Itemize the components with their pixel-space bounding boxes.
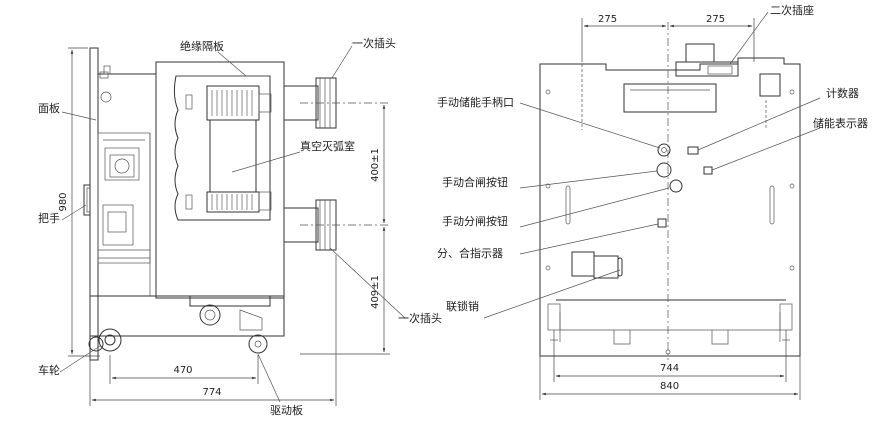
- dim-409-label: 409±1: [370, 275, 381, 309]
- handle: [83, 184, 90, 216]
- dim-400-label: 400±1: [370, 148, 381, 182]
- dim-980-label: 980: [58, 192, 69, 211]
- label-counter: 计数器: [826, 87, 859, 100]
- open-close-indicator-box: [657, 218, 667, 228]
- label-panel: 面板: [38, 101, 60, 115]
- manual-close-button-shape: [656, 162, 672, 178]
- label-manual-open-button: 手动分闸按钮: [442, 214, 508, 228]
- dim-470-label: 470: [173, 365, 192, 376]
- wheel: [88, 328, 122, 352]
- dim-840-label: 840: [660, 381, 679, 392]
- front-view: 275 275 744 840 二次插座 计数器 储能表示器 手动储能: [437, 3, 868, 400]
- label-manual-storage-port: 手动储能手柄口: [437, 95, 514, 109]
- manual-storage-port: [657, 143, 671, 157]
- dim-275-left-label: 275: [598, 14, 617, 25]
- dim-744-label: 744: [660, 363, 679, 374]
- drive-plate-wheel: [248, 334, 268, 354]
- label-secondary-socket: 二次插座: [770, 3, 814, 17]
- label-handle: 把手: [38, 211, 60, 225]
- dim-774-label: 774: [202, 387, 221, 398]
- dim-774: [89, 255, 337, 406]
- top-window: [623, 83, 717, 113]
- storage-indicator-box: [703, 166, 713, 175]
- dim-275-right-label: 275: [706, 14, 725, 25]
- dim-744: [553, 330, 787, 382]
- label-manual-close-button: 手动合闸按钮: [442, 175, 508, 189]
- front-panel-outline: [539, 57, 801, 357]
- breaker-body: [155, 61, 285, 299]
- label-storage-indicator: 储能表示器: [813, 116, 868, 130]
- label-insulation-partition: 绝缘隔板: [180, 39, 224, 53]
- label-drive-plate: 驱动板: [270, 403, 303, 417]
- dim-409: [300, 226, 390, 355]
- chassis: [89, 295, 285, 354]
- dim-275-left: [581, 18, 755, 62]
- dim-470: [109, 355, 259, 384]
- dim-840: [539, 356, 801, 400]
- label-open-close-indicator: 分、合指示器: [437, 246, 503, 260]
- label-interlock-pin: 联锁销: [446, 299, 479, 313]
- interrupter-top: [206, 85, 260, 121]
- manual-open-button-shape: [669, 179, 683, 193]
- interrupter-body: [209, 119, 257, 193]
- label-primary-plug-top: 一次插头: [352, 36, 396, 50]
- label-vacuum-interrupter: 真空灭弧室: [300, 139, 355, 153]
- side-view: 980 400±1 409±1 470 774: [38, 36, 442, 417]
- interrupter-bottom: [206, 191, 260, 213]
- label-wheel: 车轮: [38, 363, 60, 377]
- front-panel: [89, 47, 157, 361]
- insulation-partition-shape: [173, 75, 271, 221]
- label-primary-plug-bottom: 一次插头: [398, 311, 442, 325]
- counter-box: [687, 146, 699, 155]
